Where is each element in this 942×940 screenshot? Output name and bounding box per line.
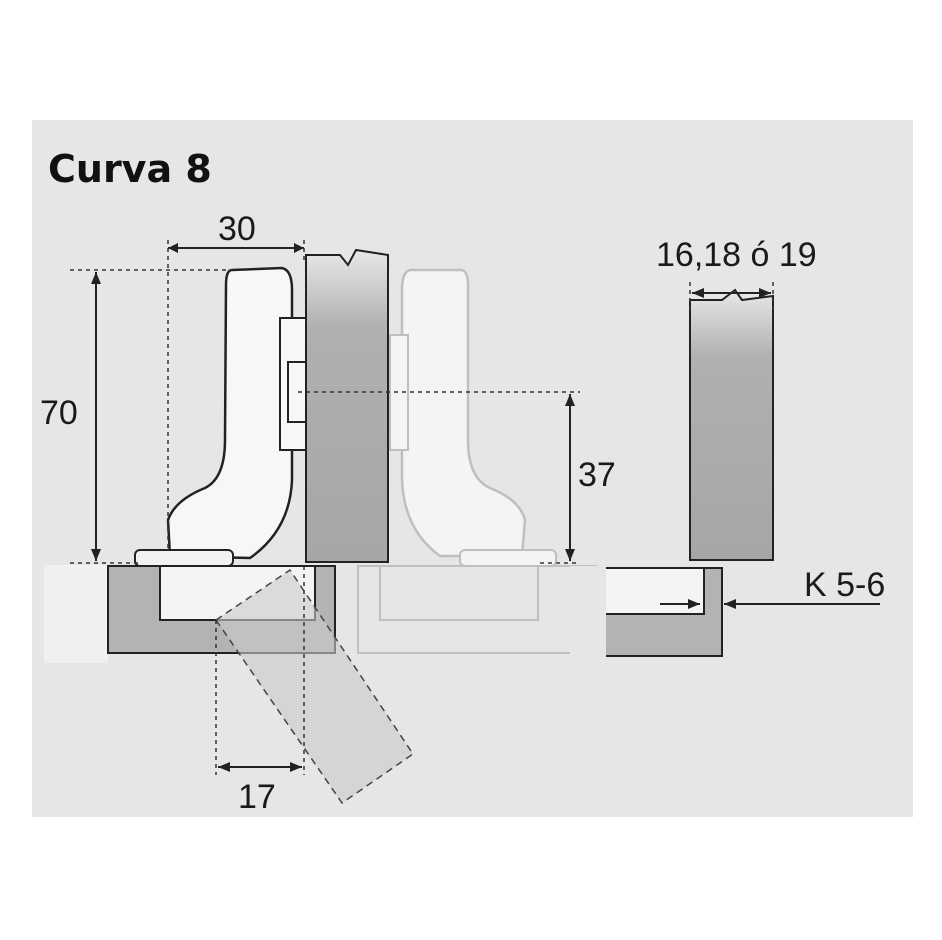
label-70: 70 — [40, 394, 78, 432]
dimension-37 — [298, 391, 580, 564]
dimension-door-thickness — [689, 282, 774, 310]
door-closed — [305, 248, 389, 563]
dimension-17 — [215, 566, 305, 775]
door-thickness-section — [689, 288, 774, 561]
cabinet-side-right — [570, 566, 723, 660]
hinge-ghost — [357, 268, 597, 654]
label-17: 17 — [238, 778, 276, 816]
label-30: 30 — [218, 210, 256, 248]
diagram-title: Curva 8 — [48, 147, 212, 191]
dimension-70 — [70, 269, 232, 564]
label-37: 37 — [578, 456, 616, 494]
hinge-arm — [134, 266, 307, 567]
label-door-thickness: 16,18 ó 19 — [656, 236, 817, 274]
label-k: K 5-6 — [804, 566, 885, 604]
dimension-30 — [167, 240, 305, 550]
dimension-k — [660, 599, 880, 609]
door-open-position — [214, 568, 415, 805]
